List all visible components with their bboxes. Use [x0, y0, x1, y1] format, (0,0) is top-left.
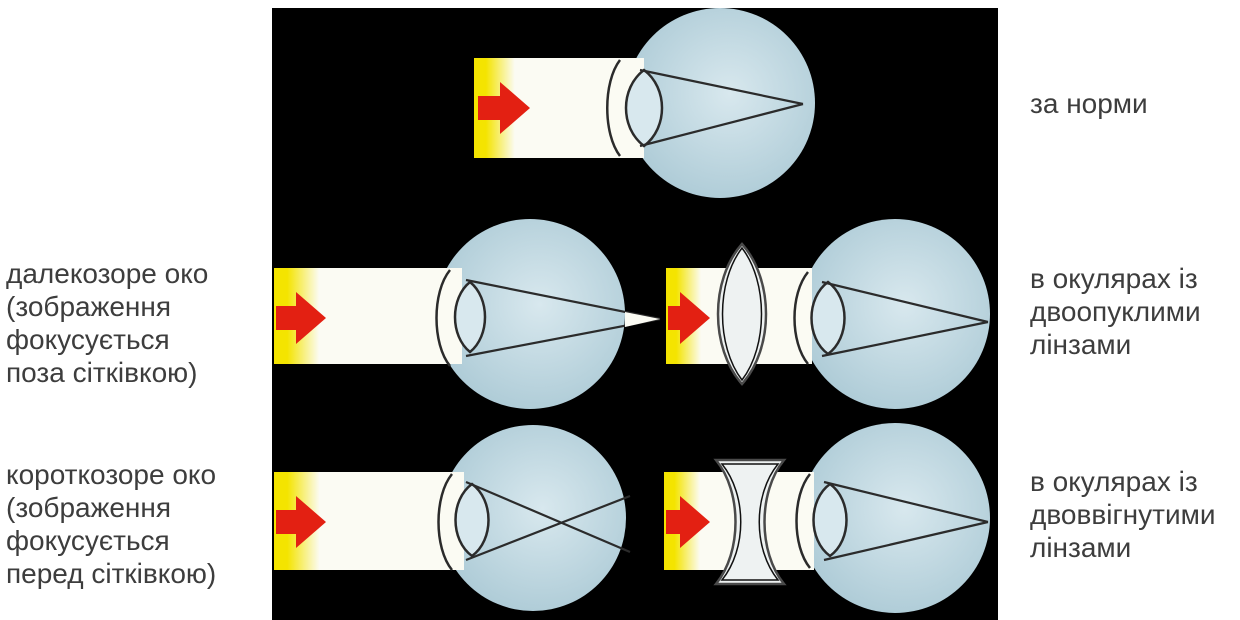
label-line: далекозоре око — [6, 257, 208, 290]
label-line: поза сітківкою) — [6, 356, 208, 389]
label-line: фокусується — [6, 323, 208, 356]
label-near-corrected: в окулярах із двоввігнутими лінзами — [1030, 465, 1215, 564]
label-line: двоввігнутими — [1030, 498, 1215, 531]
label-line: лінзами — [1030, 531, 1215, 564]
label-line: перед сітківкою) — [6, 557, 216, 590]
label-line: двоопуклими — [1030, 295, 1201, 328]
label-line: (зображення — [6, 491, 216, 524]
label-line: фокусується — [6, 524, 216, 557]
label-line: в окулярах із — [1030, 465, 1215, 498]
label-near-sighted: короткозоре око (зображення фокусується … — [6, 458, 216, 590]
label-line: в окулярах із — [1030, 262, 1201, 295]
label-line: (зображення — [6, 290, 208, 323]
label-line: короткозоре око — [6, 458, 216, 491]
label-line: лінзами — [1030, 328, 1201, 361]
label-line: за норми — [1030, 87, 1148, 120]
label-far-sighted: далекозоре око (зображення фокусується п… — [6, 257, 208, 389]
label-normal: за норми — [1030, 87, 1148, 120]
label-far-corrected: в окулярах із двоопуклими лінзами — [1030, 262, 1201, 361]
